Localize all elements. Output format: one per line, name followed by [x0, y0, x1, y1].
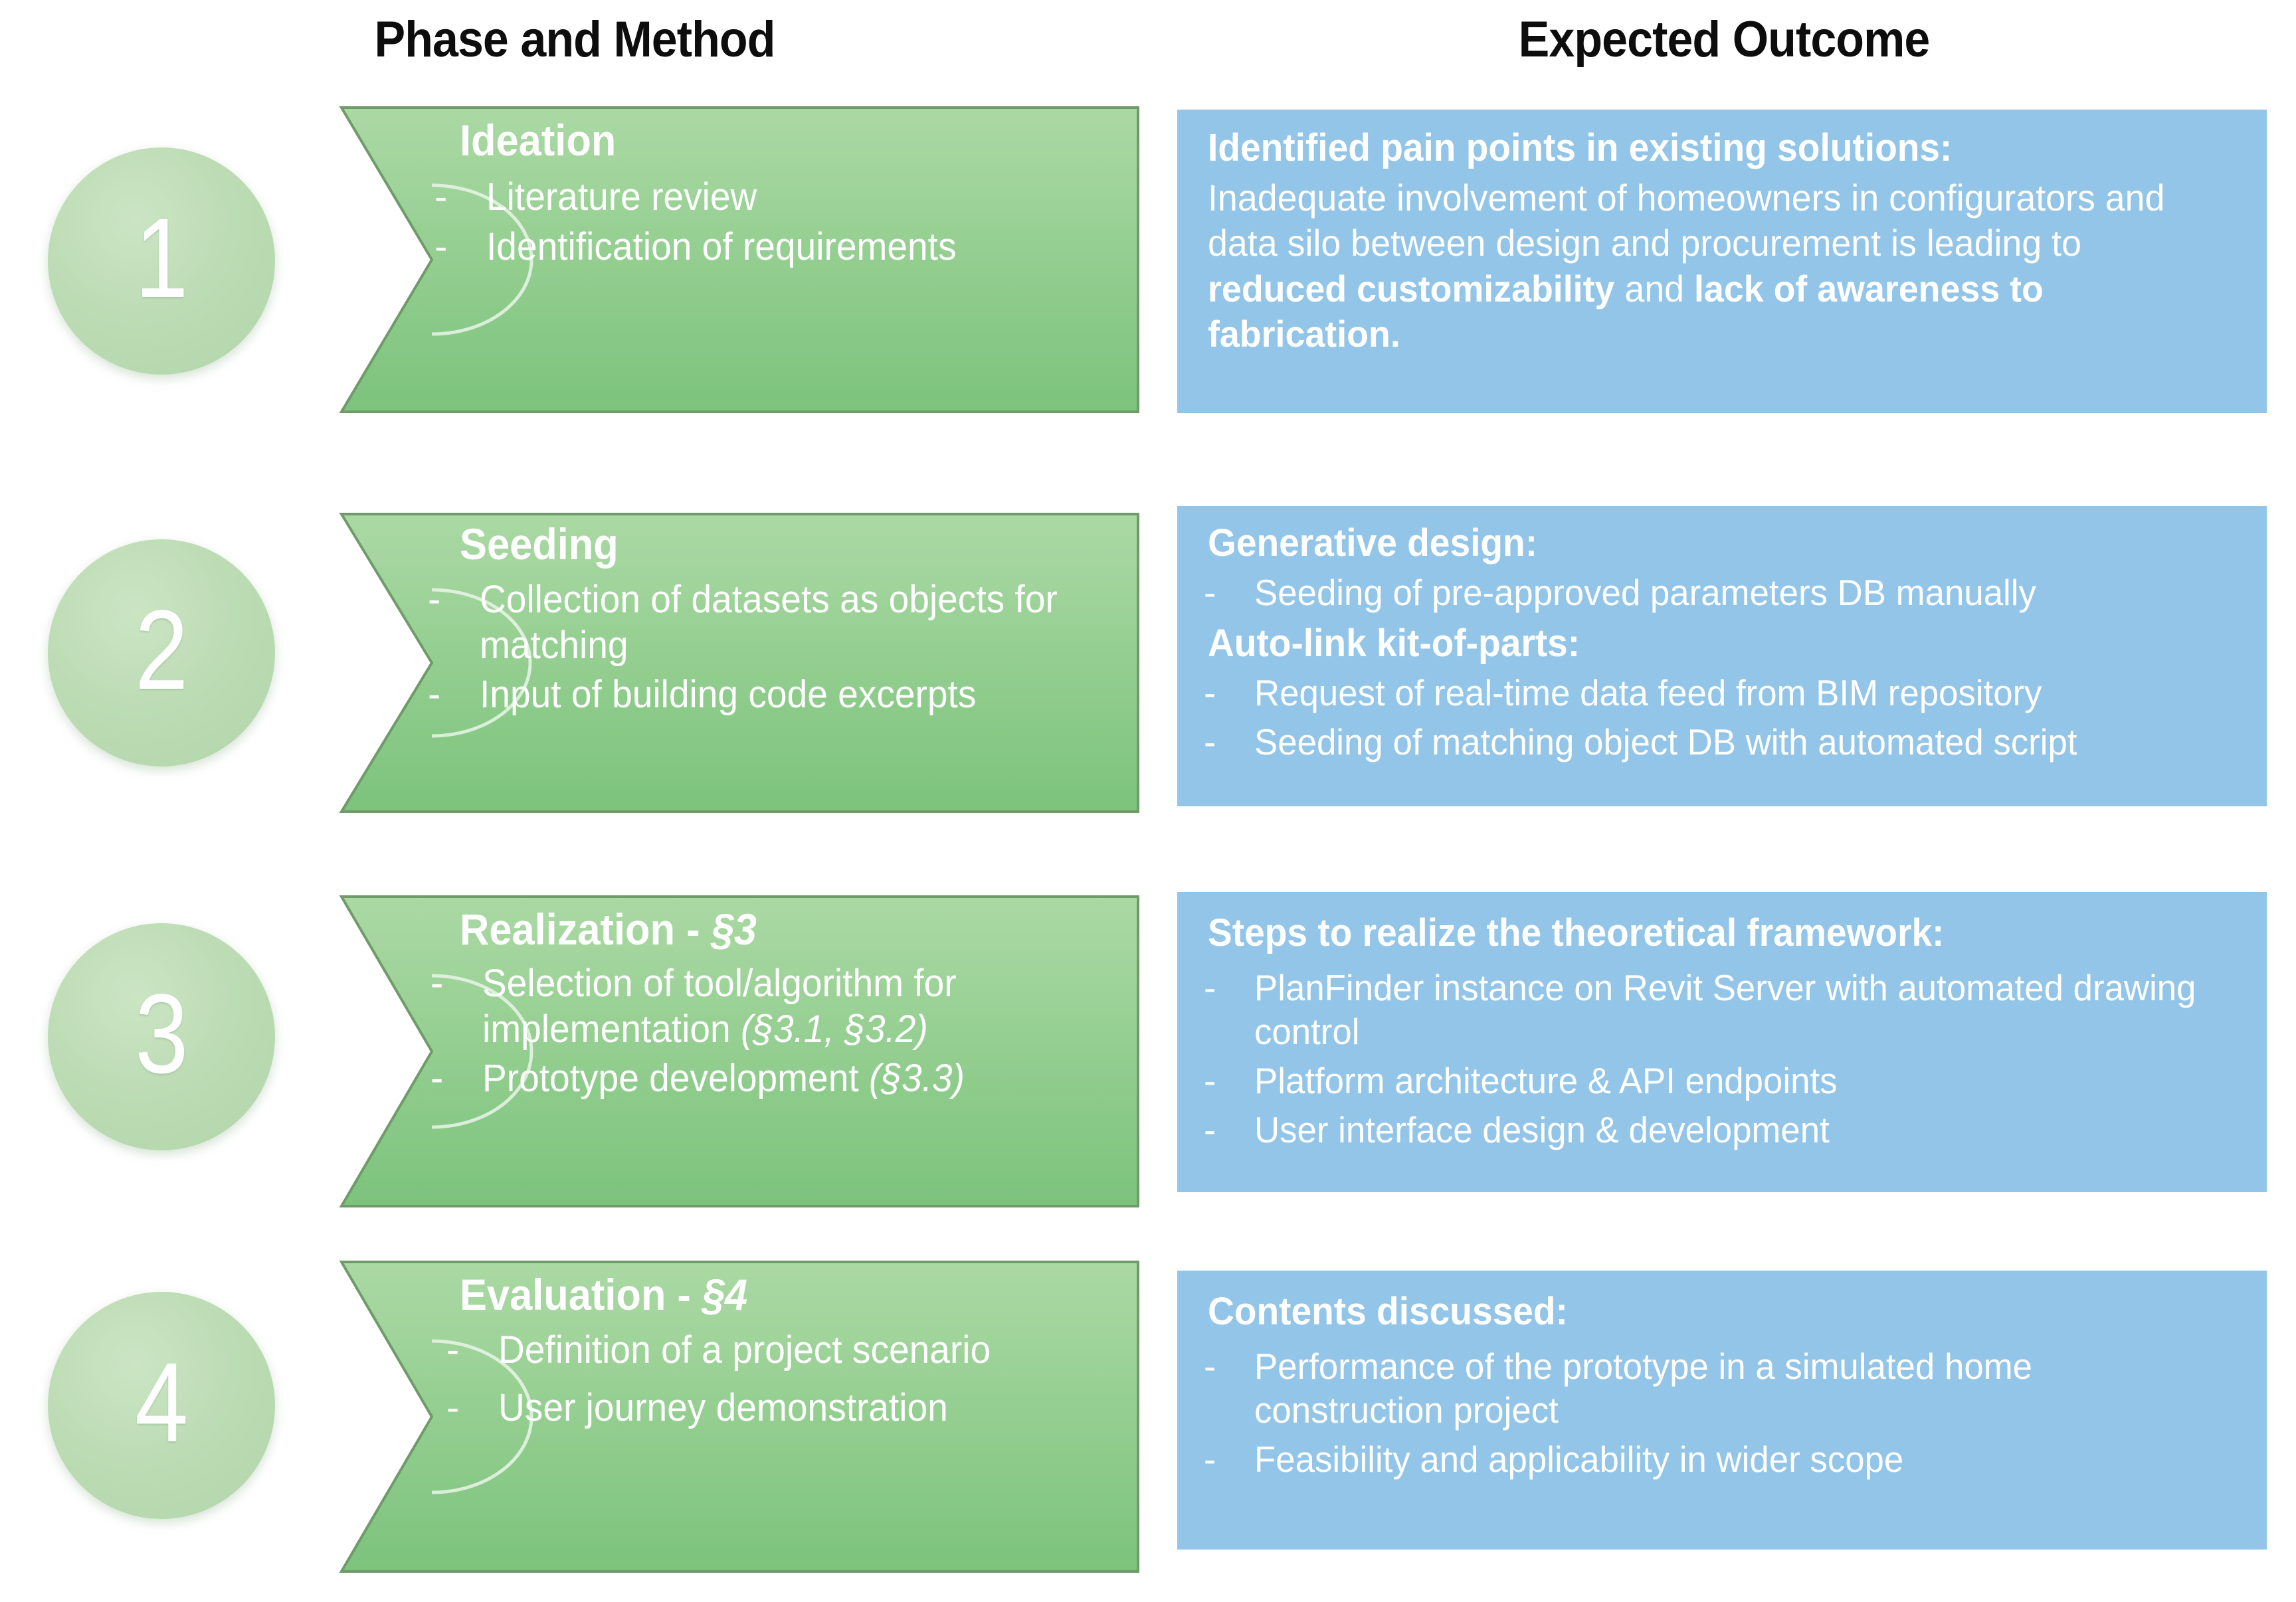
phase-number-circle-4: 4: [48, 1292, 275, 1519]
phase-row-1: 1 Ideation -: [0, 0, 2296, 465]
phase-row-3: 3 Realization - §3 -: [0, 0, 2296, 1207]
phase-title-4: Evaluation - §4: [460, 1270, 748, 1319]
phase-bullet-item: - Identification of requirements: [434, 224, 957, 268]
outcome-heading-1: Identified pain points in existing solut…: [1208, 126, 1953, 169]
chevron-shape-4: [339, 1261, 1139, 1573]
outcome-section-heading: Steps to realize the theoretical framewo…: [1208, 911, 1945, 954]
outcome-box-3[interactable]: Steps to realize the theoretical framewo…: [1177, 892, 2267, 1192]
phase-row-2: 2 Seeding -: [0, 0, 2296, 813]
phase-bullet-item: - Input of building code excerpts: [428, 673, 977, 717]
outcome-section-heading: Generative design:: [1208, 521, 1538, 565]
phase-number-circle-1: 1: [48, 147, 275, 375]
phase-title-1: Ideation: [460, 116, 617, 165]
outcome-list-item: - Performance of the prototype in a simu…: [1204, 1345, 2033, 1431]
column-heading-expected-outcome: Expected Outcome: [1518, 11, 1931, 68]
outcome-paragraph-1: Inadequate involvement of homeowners in …: [1208, 176, 2165, 355]
outcome-list-item: - User interface design & development: [1204, 1109, 1830, 1150]
phase-number-4: 4: [134, 1340, 189, 1466]
phase-chevron-3[interactable]: Realization - §3 - Selection of tool/alg…: [332, 895, 1139, 1207]
phase-bullet-item: - Selection of tool/algorithm for implem…: [430, 962, 957, 1051]
outcome-list-item: - Seeding of matching object DB with aut…: [1204, 721, 2077, 762]
phase-title-3: Realization - §3: [460, 905, 757, 954]
outcome-section-list: - Performance of the prototype in a simu…: [1204, 1344, 2240, 1481]
phase-chevron-2[interactable]: Seeding - Collection of datasets as obje…: [332, 513, 1139, 813]
column-heading-phase-and-method: Phase and Method: [374, 11, 775, 68]
outcome-list-item: - Platform architecture & API endpoints: [1204, 1059, 1838, 1101]
phase-chevron-1[interactable]: Ideation - Literature review - Identific…: [332, 106, 1139, 413]
phase-chevron-4[interactable]: Evaluation - §4 - Definition of a projec…: [332, 1261, 1139, 1573]
outcome-list-item: - Feasibility and applicability in wider…: [1204, 1438, 1904, 1480]
phase-number-3: 3: [134, 971, 189, 1097]
phase-number-1: 1: [134, 195, 189, 321]
outcome-section-heading: Auto-link kit-of-parts:: [1208, 621, 1580, 665]
outcome-box-1[interactable]: Identified pain points in existing solut…: [1177, 110, 2267, 413]
chevron-shape-3: [339, 895, 1139, 1207]
phase-bullet-item: - User journey demonstration: [446, 1385, 948, 1429]
outcome-box-4[interactable]: Contents discussed: - Performance of the…: [1177, 1271, 2267, 1550]
chevron-shape-1: [339, 106, 1139, 413]
outcome-section-list: - Request of real-time data feed from BI…: [1204, 671, 2240, 764]
phase-bullet-item: - Definition of a project scenario: [446, 1328, 991, 1372]
outcome-section-list: - PlanFinder instance on Revit Server wi…: [1204, 966, 2240, 1152]
phase-bullets-4: - Definition of a project scenario - Use…: [446, 1328, 1119, 1431]
phase-bullets-1: - Literature review - Identification of …: [434, 175, 1113, 270]
outcome-section-list: - Seeding of pre-approved parameters DB …: [1204, 571, 2240, 614]
phase-number-2: 2: [134, 587, 189, 713]
outcome-list-item: - Seeding of pre-approved parameters DB …: [1204, 571, 2036, 613]
phase-bullet-item: - Prototype development (§3.3): [430, 1057, 965, 1101]
phase-number-circle-2: 2: [48, 539, 275, 766]
phase-title-2: Seeding: [460, 519, 619, 569]
outcome-section-heading: Contents discussed:: [1208, 1290, 1568, 1333]
outcome-list-item: - PlanFinder instance on Revit Server wi…: [1204, 966, 2196, 1052]
phase-number-circle-3: 3: [48, 923, 275, 1150]
phase-bullet-item: - Collection of datasets as objects for …: [428, 578, 1058, 667]
phase-bullet-item: - Literature review: [434, 175, 757, 219]
phase-bullets-3: - Selection of tool/algorithm for implem…: [430, 961, 1119, 1101]
outcome-list-item: - Request of real-time data feed from BI…: [1204, 671, 2042, 713]
outcome-box-2[interactable]: Generative design: - Seeding of pre-appr…: [1177, 506, 2267, 806]
phase-bullets-2: - Collection of datasets as objects for …: [428, 577, 1113, 717]
chevron-shape-2: [339, 513, 1139, 813]
